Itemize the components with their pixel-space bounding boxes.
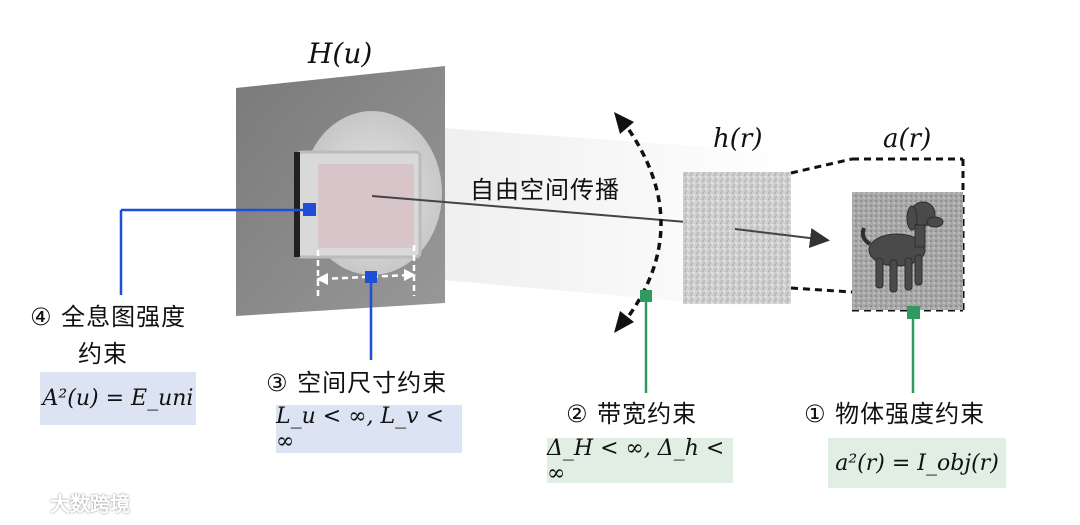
propagation-arrow [371, 195, 739, 235]
bandwidth-arc [620, 118, 663, 327]
dog-image [860, 201, 944, 293]
watermark: 大数跨境 [12, 488, 130, 517]
constraint-4-title: ④ 全息图强度 [30, 303, 187, 331]
phase-plane [683, 172, 791, 304]
light-beam [330, 120, 798, 310]
projection-line-mid [790, 286, 853, 294]
marker-square-c1 [907, 306, 920, 319]
phase-plane-label: h(r) [713, 124, 763, 154]
arc-arrowhead-bottom [614, 311, 634, 333]
cloud-logo-icon [13, 493, 45, 511]
slm-edge [294, 152, 300, 257]
object-arrow [734, 228, 830, 249]
object-plane-label: a(r) [883, 124, 932, 154]
hologram-plane-label: H(u) [308, 37, 373, 70]
constraint-3-title: ③ 空间尺寸约束 [266, 369, 448, 397]
constraint-1-title: ① 物体强度约束 [804, 400, 986, 428]
propagation-label: 自由空间传播 [470, 176, 620, 204]
constraint-4-formula: A²(u) = E_uni [40, 372, 196, 425]
constraint-3-formula: L_u < ∞, L_v < ∞ [276, 404, 462, 454]
constraint-1-formula: a²(r) = I_obj(r) [828, 438, 1006, 488]
marker-square-c4 [303, 203, 316, 216]
arc-arrowhead-top [614, 112, 634, 134]
projection-line-top [790, 157, 853, 175]
watermark-text: 大数跨境 [50, 492, 130, 516]
constraint-2-title: ② 带宽约束 [566, 400, 698, 428]
slm-active-area [318, 164, 414, 248]
constraint-4-title-line2: 约束 [78, 340, 128, 368]
constraint-2-formula: Δ_H < ∞, Δ_h < ∞ [547, 436, 733, 486]
marker-square-c2 [640, 290, 652, 302]
marker-square-c3 [365, 271, 377, 283]
